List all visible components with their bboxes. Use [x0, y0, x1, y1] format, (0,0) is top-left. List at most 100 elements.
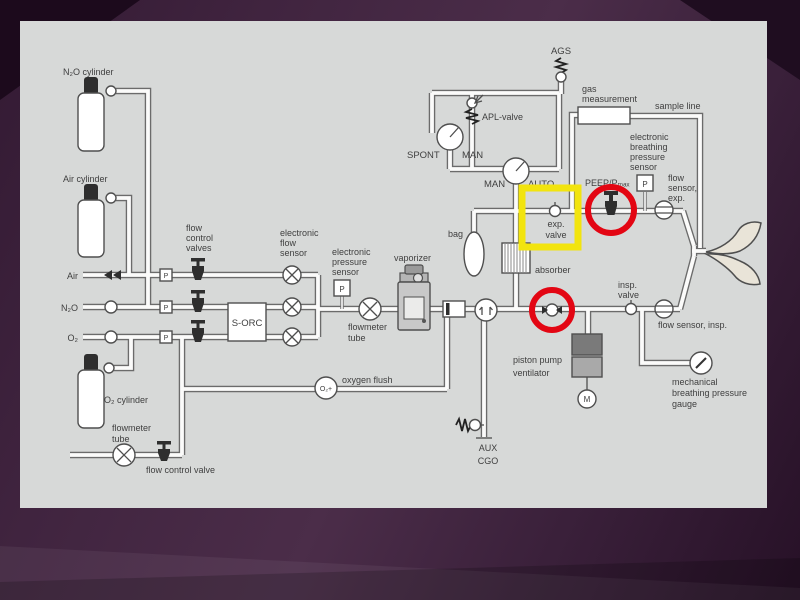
label-exp-valve-2: valve: [545, 230, 566, 240]
flow-sensor-icon: [282, 297, 302, 317]
label-gas-n2o: N₂O: [61, 303, 78, 313]
label-flow-sensor-exp-2: sensor,: [668, 183, 697, 193]
gas-measurement-module: [577, 106, 631, 125]
label-vaporizer: vaporizer: [394, 253, 431, 263]
label-exp-valve-1: exp.: [547, 219, 564, 229]
label-man-auto: MAN: [484, 179, 505, 190]
yellow-highlight-box: [518, 184, 582, 251]
label-o2-cylinder: O₂ cylinder: [104, 395, 148, 405]
p-label: P: [164, 305, 169, 312]
label-flowmeter-tube-1: flowmeter: [348, 322, 387, 332]
valve-icon: [191, 290, 205, 312]
label-flowmeter-tube-aux-1: flowmeter: [112, 423, 151, 433]
anesthesia-machine-diagram: P P P: [20, 21, 767, 508]
pressure-sensor-icon: P: [159, 330, 173, 344]
label-piston-pump-1: piston pump: [513, 355, 562, 365]
aux-flow-control-valve-icon: [157, 441, 171, 461]
electronic-flow-sensors-icons: [282, 265, 302, 347]
label-mech-gauge-3: gauge: [672, 399, 697, 409]
ags-outlet-icon: [552, 57, 570, 83]
label-mech-gauge-2: breathing pressure: [672, 388, 747, 398]
spont-man-switch: [436, 123, 464, 151]
s-orc-unit: S-ORC: [227, 302, 267, 342]
electronic-pressure-sensor: P: [333, 279, 351, 297]
label-insp-valve-2: valve: [618, 290, 639, 300]
label-mech-gauge-1: mechanical: [672, 377, 718, 387]
motor-label: M: [584, 395, 591, 404]
valve-icon: [191, 320, 205, 342]
label-electronic-flow-sensor-3: sensor: [280, 248, 307, 258]
piston-pump-ventilator: M: [571, 333, 603, 409]
label-electronic-flow-sensor-2: flow: [280, 238, 297, 248]
label-bag: bag: [448, 229, 463, 239]
flow-sensor-icon: [282, 265, 302, 285]
motor-icon: [577, 389, 597, 409]
oxygen-flush-button: O₂+: [314, 376, 338, 400]
label-peep-pmax: PEEP/Pₘₐₓ: [585, 178, 629, 188]
peep-pmax-valve-icon: [604, 191, 618, 215]
diagram-svg: P P P: [61, 46, 762, 475]
n2o-cylinder: [77, 77, 117, 152]
p-label: P: [164, 335, 169, 342]
cylinder-yoke-icon: [103, 362, 115, 374]
p-label: P: [164, 273, 169, 280]
vaporizer-unit: [397, 264, 431, 331]
flowmeter-tube-icon: [358, 297, 382, 321]
label-ebps-2: breathing: [630, 142, 668, 152]
pressure-gauge-icon: [689, 351, 713, 375]
exp-valve-icon: [548, 202, 562, 218]
valve-icon: [191, 258, 205, 280]
label-flow-sensor-exp-1: flow: [668, 173, 685, 183]
fresh-gas-junction-box: [442, 300, 466, 318]
label-spont: SPONT: [407, 150, 440, 161]
label-flowmeter-tube-aux-2: tube: [112, 434, 130, 444]
label-flow-sensor-insp: flow sensor, insp.: [658, 320, 727, 330]
label-electronic-flow-sensor-1: electronic: [280, 228, 319, 238]
label-piston-pump-2: ventilator: [513, 368, 550, 378]
air-intake-arrows-icon: [104, 270, 121, 280]
label-flow-control-valve-aux: flow control valve: [146, 465, 215, 475]
cylinder-yoke-icon: [105, 192, 117, 204]
patient-lungs-icon: [703, 221, 762, 286]
air-cylinder: [77, 184, 117, 258]
label-gas-air: Air: [67, 271, 78, 281]
label-insp-valve-1: insp.: [618, 280, 637, 290]
label-electronic-pressure-sensor-3: sensor: [332, 267, 359, 277]
label-ags: AGS: [551, 46, 571, 57]
cylinder-yoke-icon: [105, 85, 117, 97]
flow-sensor-insp-icon: [654, 299, 674, 319]
label-ebps-4: sensor: [630, 162, 657, 172]
label-n2o-cylinder: N₂O cylinder: [63, 67, 114, 77]
label-apl-valve: APL-valve: [482, 112, 523, 122]
label-aux-2: CGO: [478, 456, 499, 466]
flow-sensor-icon: [282, 327, 302, 347]
aux-cgo-check-valve-icon: [455, 416, 484, 434]
red-highlight-circle-1: [585, 184, 637, 236]
p-label: P: [339, 285, 344, 294]
o2-flush-glyph: O₂+: [320, 386, 332, 393]
label-absorber: absorber: [535, 265, 571, 275]
apl-valve-icon: [463, 94, 484, 125]
man-auto-switch: [502, 157, 530, 185]
label-sample-line: sample line: [655, 101, 701, 111]
o2-check-valve-icon: [104, 330, 118, 344]
breathing-bag: [463, 231, 485, 277]
flow-sensor-exp-icon: [654, 200, 674, 220]
label-ebps-1: electronic: [630, 132, 669, 142]
aux-flowmeter-icon: [112, 443, 136, 467]
fresh-gas-decoupling-valve-icon: [474, 298, 498, 322]
label-ebps-3: pressure: [630, 152, 665, 162]
label-gas-measurement-1: gas: [582, 84, 597, 94]
p-label: P: [642, 180, 647, 189]
red-highlight-circle-2: [529, 287, 575, 333]
label-flow-control-valves-2: control: [186, 233, 213, 243]
gas-line-pressure-sensors: P P P: [159, 268, 173, 344]
pipe-network: [70, 79, 706, 455]
label-flow-control-valves-3: valves: [186, 243, 212, 253]
label-flow-control-valves-1: flow: [186, 223, 203, 233]
label-flow-sensor-exp-3: exp.: [668, 193, 685, 203]
pressure-sensor-icon: P: [159, 268, 173, 282]
label-aux-1: AUX: [479, 443, 498, 453]
n2o-check-valve-icon: [104, 300, 118, 314]
label-gas-o2: O₂: [68, 333, 79, 343]
